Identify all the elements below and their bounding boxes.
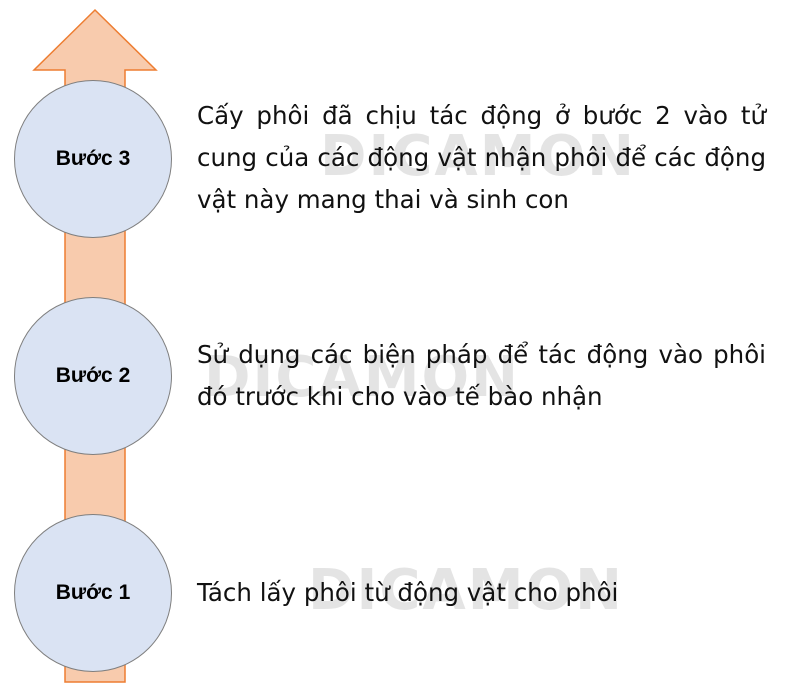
step-1-label: Bước 1 (55, 581, 131, 604)
watermark: DICAMON (320, 124, 636, 189)
watermark: DICAMON (204, 345, 520, 410)
step-1-circle: Bước 1 (14, 514, 172, 672)
step-2-description: Sử dụng các biện pháp để tác động vào ph… (197, 340, 766, 411)
step-3-circle: Bước 3 (14, 80, 172, 238)
step-2-label: Bước 2 (55, 364, 131, 387)
watermark: DICAMON (308, 558, 624, 623)
step-2-circle: Bước 2 (14, 297, 172, 455)
step-3-description: Cấy phôi đã chịu tác động ở bước 2 vào t… (197, 101, 766, 214)
step-1-description: Tách lấy phôi từ động vật cho phôi (197, 578, 619, 607)
step-3-label: Bước 3 (55, 147, 131, 170)
